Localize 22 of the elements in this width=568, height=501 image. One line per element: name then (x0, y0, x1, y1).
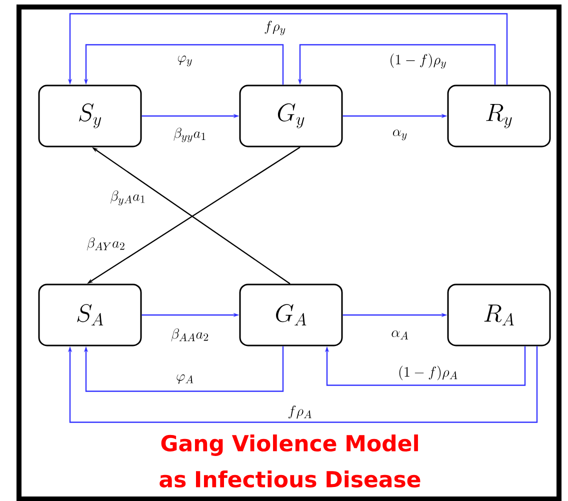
state-box: $R_A$ (447, 284, 551, 346)
edge-label: $\alpha_y$ (391, 128, 409, 142)
edge-label: $\alpha_A$ (390, 330, 410, 340)
state-box: $S_A$ (38, 284, 142, 346)
state-box: $G_y$ (239, 84, 343, 148)
edge-label: $\beta_{AY}a_2$ (86, 236, 126, 252)
edge-label: $\varphi_y$ (176, 54, 194, 68)
state-box: $R_y$ (447, 84, 551, 148)
edge-label: $\beta_{yA}a_1$ (109, 190, 147, 206)
edge-label: $\varphi_A$ (175, 374, 195, 384)
edge-label: $f\rho_A$ (286, 404, 314, 420)
edge-label: $\beta_{yy}a_1$ (172, 126, 208, 144)
edge-label: $f\rho_y$ (263, 20, 288, 36)
edge-label: $(1-f)\rho_A$ (396, 364, 460, 382)
arrow (324, 346, 526, 386)
state-box: $S_y$ (38, 84, 142, 148)
state-box: $G_A$ (239, 284, 343, 346)
edge-label: $(1-f)\rho_y$ (388, 52, 448, 70)
caption: Gang Violence Model as Infectious Disease (160, 434, 420, 488)
arrow (84, 346, 284, 392)
arrow (68, 346, 538, 423)
edge-label: $\beta_{AA}a_2$ (170, 328, 210, 342)
